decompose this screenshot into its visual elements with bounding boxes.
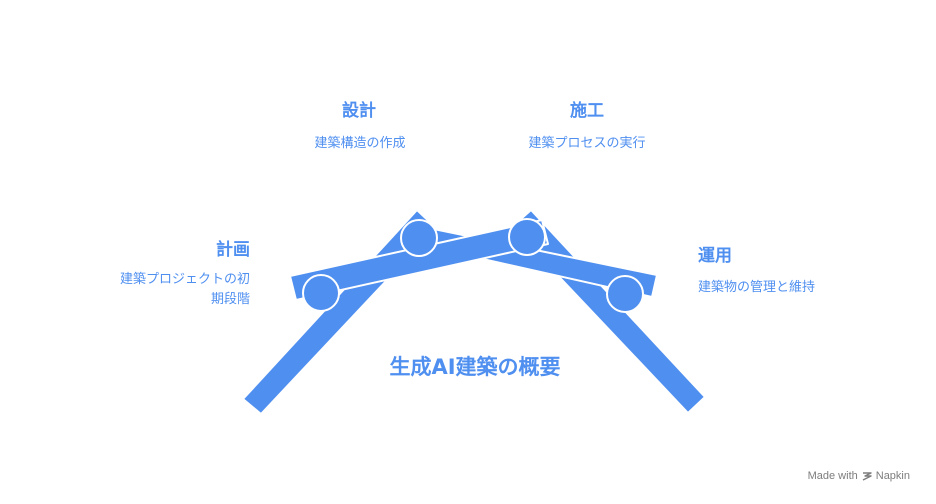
planning-desc: 建築プロジェクトの初 期段階 [80, 270, 250, 310]
design-title: 設計 [342, 101, 376, 121]
joint-operation [606, 275, 644, 313]
napkin-brand: Napkin [875, 470, 910, 482]
center-title: 生成AI建築の概要 [389, 355, 561, 379]
joint-design [400, 219, 438, 257]
planning-desc-line1: 建築プロジェクトの初 [119, 272, 250, 287]
joint-planning [302, 274, 340, 312]
construction-title: 施工 [570, 101, 604, 121]
operation-title: 運用 [698, 246, 732, 266]
planning-title: 計画 [216, 240, 250, 260]
made-with-credit: Made with Napkin [808, 470, 910, 482]
operation-desc: 建築物の管理と維持 [698, 280, 816, 295]
joint-construction [508, 218, 546, 256]
design-desc: 建築構造の作成 [314, 136, 406, 151]
planning-desc-line2: 期段階 [210, 292, 250, 307]
construction-desc: 建築プロセスの実行 [528, 136, 646, 151]
left-upper-arm [289, 219, 549, 301]
napkin-logo-icon [862, 472, 872, 481]
made-with-text: Made with [807, 470, 858, 482]
